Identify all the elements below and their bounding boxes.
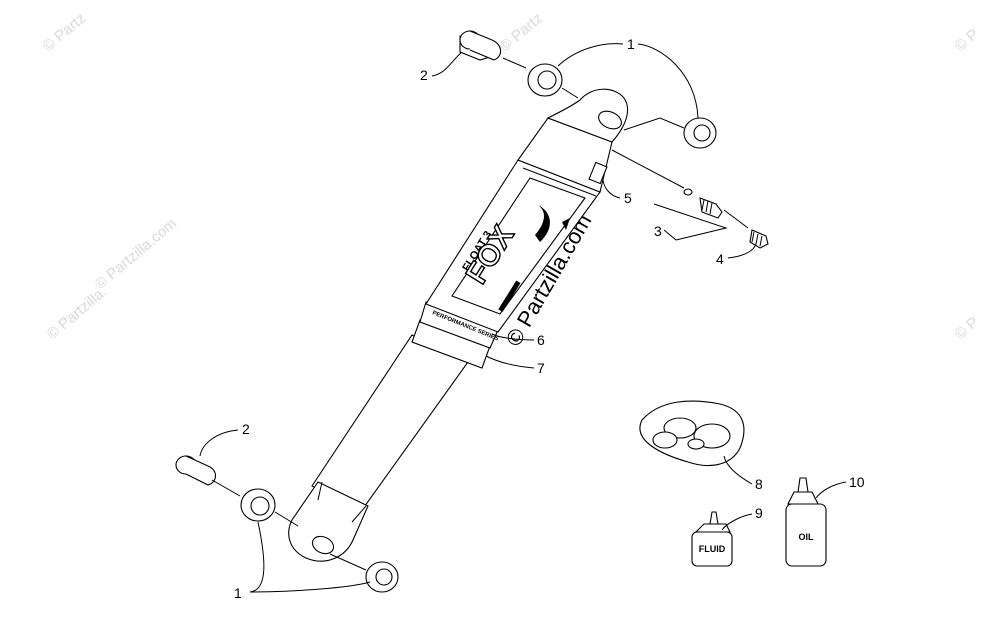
watermark-mid-right: © P	[952, 314, 982, 343]
decal-bar	[498, 280, 521, 313]
callout-number: 10	[849, 474, 865, 490]
top-bushing-2	[459, 30, 502, 61]
callout-9: 9	[721, 505, 763, 531]
callout-3: 3	[653, 203, 728, 241]
bottom-grommet-left	[240, 488, 276, 522]
callout-number: 7	[537, 360, 545, 376]
callout-10: 10	[815, 474, 865, 499]
top-grommet-right	[683, 117, 717, 149]
watermark-left-upper: © Partzilla.com	[92, 215, 180, 293]
callout-number: 4	[716, 251, 724, 267]
callout-number: 6	[537, 332, 545, 348]
callout-2-top: 2	[420, 51, 463, 83]
callout-number: 8	[755, 476, 763, 492]
watermark-mid-left: © Partzilla.	[44, 283, 111, 343]
callout-8: 8	[723, 455, 763, 492]
watermark-top-center: © Partz	[497, 10, 546, 55]
warning-triangle-icon	[562, 218, 570, 230]
shock-bottom-eyelet	[288, 481, 369, 562]
callout-7: 7	[485, 355, 545, 376]
callout-2-bottom: 2	[199, 421, 250, 457]
oil-bottle-label: OIL	[799, 532, 815, 542]
fluid-bottle-label: FLUID	[699, 544, 726, 554]
callout-1-bottom: 1	[234, 521, 371, 601]
bottom-eyelet-hole	[311, 535, 335, 555]
callout-5: 5	[602, 179, 632, 206]
oil-bottle: OIL	[785, 477, 827, 567]
seal-kit	[639, 400, 745, 467]
callout-number: 1	[627, 36, 635, 52]
shock-decal	[451, 177, 586, 315]
callout-6: 6	[491, 332, 545, 348]
callout-number: 9	[755, 505, 763, 521]
valve-housing	[588, 161, 608, 185]
alignment-lines	[211, 57, 749, 571]
callout-number: 3	[654, 223, 662, 239]
top-grommet-left	[527, 63, 563, 97]
callout-number: 1	[234, 585, 242, 601]
watermark-top-left: © Partz	[40, 10, 89, 55]
callout-4: 4	[716, 243, 757, 267]
o-ring	[683, 188, 693, 196]
shock-absorber: FLOAT 3 FOX PERFORMANCE SERIES	[288, 88, 629, 562]
bottom-bushing-2	[175, 455, 217, 486]
can-top-line	[522, 167, 597, 197]
callout-1-top: 1	[557, 36, 699, 119]
shock-lower-tube	[311, 334, 469, 511]
bottom-grommet-right	[365, 561, 399, 593]
callout-number: 5	[624, 190, 632, 206]
fluid-bottle: FLUID	[691, 511, 733, 567]
watermark-top-right: © P	[952, 26, 982, 55]
valve-cap	[749, 229, 769, 249]
callout-number: 2	[242, 421, 250, 437]
valve-assembly	[683, 188, 723, 219]
fox-tail-icon	[535, 205, 550, 242]
callout-number: 2	[420, 67, 428, 83]
eyelet-edges	[317, 481, 367, 523]
shock-top-eyelet	[546, 88, 629, 143]
top-eyelet-hole	[598, 110, 622, 130]
